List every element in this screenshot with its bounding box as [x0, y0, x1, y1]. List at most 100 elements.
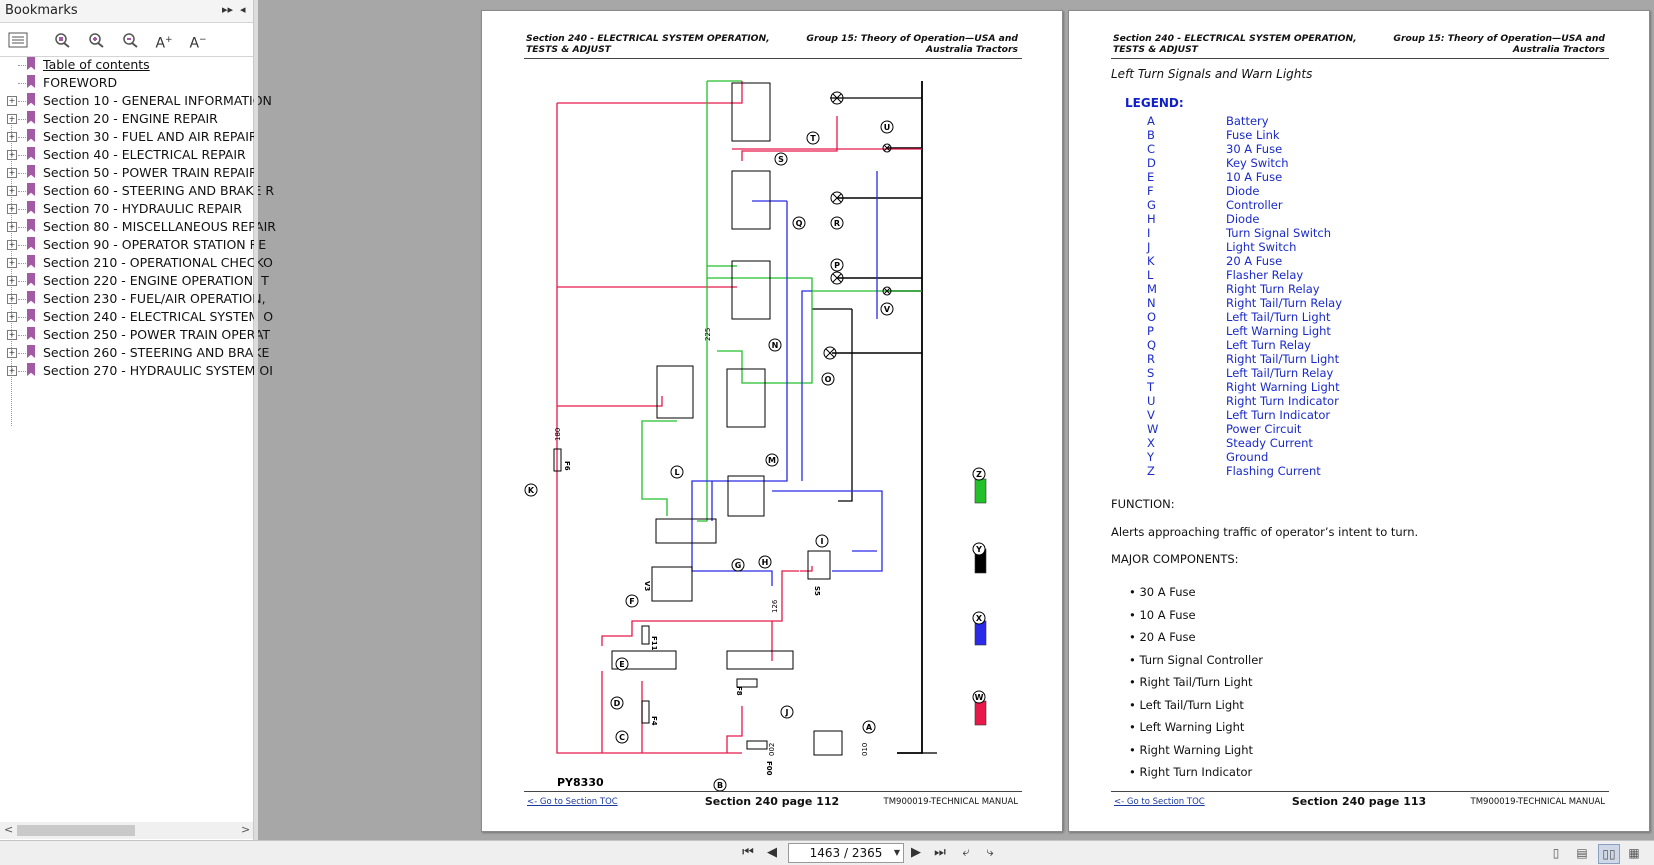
- bookmark-label: Section 250 - POWER TRAIN OPERAT: [43, 327, 271, 342]
- bookmark-item[interactable]: FOREWORD: [0, 74, 253, 92]
- bookmark-item[interactable]: +Section 10 - GENERAL INFORMATION: [0, 92, 272, 110]
- next-page-icon[interactable]: ▶: [911, 845, 921, 860]
- bookmark-item[interactable]: +Section 270 - HYDRAULIC SYSTEM OI: [0, 362, 273, 380]
- bookmark-item[interactable]: +Section 210 - OPERATIONAL CHECKO: [0, 254, 273, 272]
- expand-icon[interactable]: +: [7, 168, 17, 178]
- expand-icon[interactable]: +: [7, 132, 17, 142]
- expand-icon[interactable]: +: [7, 204, 17, 214]
- component-text: 10 A Fuse: [1139, 607, 1196, 622]
- bookmark-item[interactable]: + Section 50 - POWER TRAIN REPAIR: [0, 164, 258, 182]
- go-to-section-toc-link[interactable]: <- Go to Section TOC: [1114, 797, 1205, 807]
- callout-label: X: [976, 614, 983, 623]
- bookmark-label: Section 30 - FUEL AND AIR REPAIR: [43, 129, 258, 144]
- page-number-input[interactable]: 1463 / 2365 ▼: [788, 843, 904, 863]
- bookmark-label: Section 50 - POWER TRAIN REPAIR: [43, 165, 258, 180]
- expand-icon[interactable]: +: [7, 276, 17, 286]
- legend-value: Diode: [1226, 184, 1260, 198]
- bookmark-item[interactable]: +Section 220 - ENGINE OPERATION, T: [0, 272, 269, 290]
- collapse-panel-icon[interactable]: ◂: [240, 3, 246, 16]
- callout-circle: [780, 705, 794, 719]
- bookmark-item[interactable]: + Section 30 - FUEL AND AIR REPAIR: [0, 128, 258, 146]
- callout-circle: [615, 730, 629, 744]
- bookmark-item[interactable]: +Section 40 - ELECTRICAL REPAIR: [0, 146, 253, 164]
- continuous-facing-view-icon[interactable]: ▦: [1628, 846, 1640, 860]
- scroll-left-icon[interactable]: <: [4, 823, 14, 836]
- bookmark-add-icon[interactable]: [84, 29, 108, 51]
- legend-key: O: [1147, 310, 1157, 324]
- callout-circle: [972, 690, 986, 704]
- first-page-icon[interactable]: ⏮: [742, 845, 754, 860]
- bookmark-item[interactable]: +Section 260 - STEERING AND BRAKE: [0, 344, 269, 362]
- bookmark-icon: [27, 309, 35, 322]
- bookmark-icon: [27, 165, 35, 178]
- bookmark-item[interactable]: +Section 80 - MISCELLANEOUS REPAIR: [0, 218, 276, 236]
- callout-label: R: [834, 219, 840, 228]
- callout-circle: [625, 594, 639, 608]
- expand-icon[interactable]: +: [7, 114, 17, 124]
- bookmark-icon: [27, 273, 35, 286]
- expand-icon[interactable]: +: [7, 366, 17, 376]
- expand-icon[interactable]: +: [7, 240, 17, 250]
- chevron-down-icon[interactable]: ▼: [893, 848, 900, 857]
- tree-connector: [18, 299, 26, 300]
- bullet-icon: •: [1129, 675, 1140, 689]
- callout-circle: [768, 338, 782, 352]
- tree-connector: [18, 335, 26, 336]
- go-to-section-toc-link[interactable]: <- Go to Section TOC: [527, 797, 618, 807]
- bookmark-item[interactable]: +Section 20 - ENGINE REPAIR: [0, 110, 253, 128]
- bookmark-item[interactable]: + Section 250 - POWER TRAIN OPERAT: [0, 326, 271, 344]
- expand-icon[interactable]: +: [7, 348, 17, 358]
- font-increase-icon[interactable]: A+: [155, 35, 173, 52]
- bookmark-item[interactable]: +Section 230 - FUEL/AIR OPERATION,: [0, 290, 266, 308]
- footer-rule: [524, 791, 1022, 792]
- bookmark-item[interactable]: +Section 90 - OPERATOR STATION RE: [0, 236, 266, 254]
- major-components-heading: MAJOR COMPONENTS:: [1111, 552, 1239, 566]
- go-forward-icon[interactable]: ⤷: [986, 845, 994, 860]
- expand-icon[interactable]: +: [7, 312, 17, 322]
- legend-key: Y: [1147, 450, 1155, 464]
- previous-page-icon[interactable]: ◀: [767, 845, 777, 860]
- facing-view-icon[interactable]: ▯▯: [1598, 844, 1620, 864]
- legend-key: A: [1147, 114, 1155, 128]
- expand-icon[interactable]: +: [7, 150, 17, 160]
- pdf-page-113: Section 240 - ELECTRICAL SYSTEM OPERATIO…: [1068, 10, 1650, 832]
- continuous-view-icon[interactable]: ▤: [1576, 846, 1588, 860]
- bookmark-find-icon[interactable]: [50, 29, 74, 51]
- expand-icon[interactable]: +: [7, 294, 17, 304]
- legend-value: Left Warning Light: [1226, 324, 1331, 338]
- expand-icon[interactable]: +: [7, 186, 17, 196]
- font-decrease-icon[interactable]: A−: [189, 35, 207, 52]
- legend-row: F Diode: [1147, 184, 1447, 198]
- component-bullet: • Right Warning Light: [1129, 743, 1253, 757]
- bookmark-remove-icon[interactable]: [118, 29, 142, 51]
- expand-icon[interactable]: +: [7, 330, 17, 340]
- bookmarks-hscrollbar[interactable]: < >: [0, 822, 253, 839]
- bookmark-options-icon[interactable]: [6, 29, 30, 51]
- bookmark-item[interactable]: +Section 60 - STEERING AND BRAKE R: [0, 182, 274, 200]
- bookmark-item[interactable]: Table of contents: [0, 56, 253, 74]
- bookmark-item[interactable]: +Section 70 - HYDRAULIC REPAIR: [0, 200, 253, 218]
- component-code: F4: [650, 716, 658, 726]
- go-back-icon[interactable]: ⤶: [962, 845, 970, 860]
- bookmark-item[interactable]: +Section 240 - ELECTRICAL SYSTEM O: [0, 308, 273, 326]
- scroll-right-icon[interactable]: >: [241, 823, 251, 836]
- last-page-icon[interactable]: ⏭: [934, 845, 946, 860]
- panel-splitter[interactable]: [254, 0, 258, 840]
- callout-circle: [610, 696, 624, 710]
- hscroll-thumb[interactable]: [17, 825, 135, 836]
- single-page-view-icon[interactable]: ▯: [1552, 846, 1560, 860]
- bookmarks-header: Bookmarks ▸▸ ◂: [0, 0, 253, 23]
- expand-icon[interactable]: +: [7, 96, 17, 106]
- expand-panel-icon[interactable]: ▸▸: [222, 3, 234, 16]
- expand-icon[interactable]: +: [7, 258, 17, 268]
- tree-connector: [18, 209, 26, 210]
- legend-key: F: [1147, 184, 1154, 198]
- expand-icon[interactable]: +: [7, 222, 17, 232]
